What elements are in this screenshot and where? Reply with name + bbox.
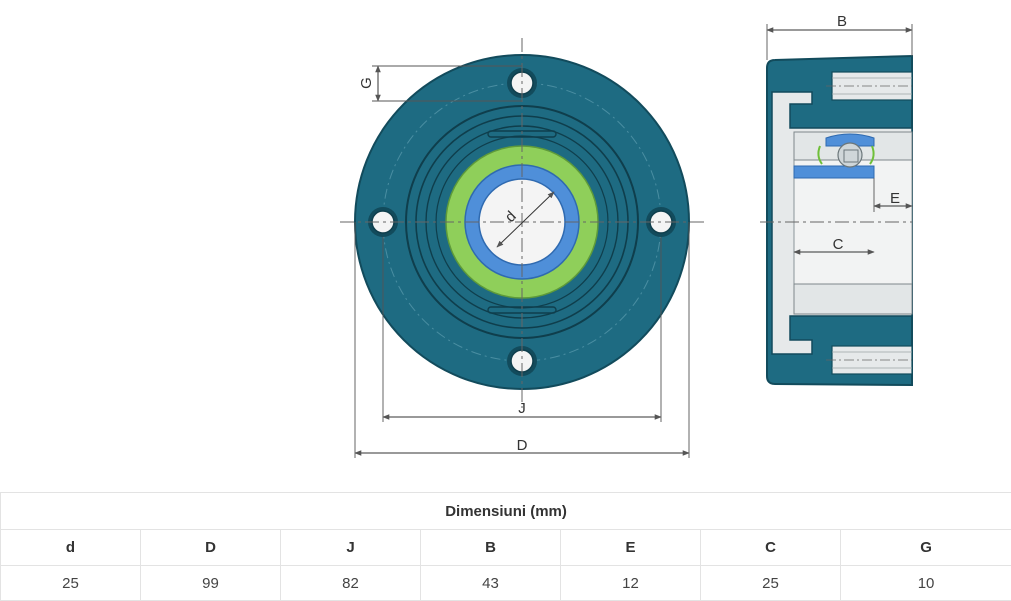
outer-ring-lower — [794, 284, 912, 314]
dim-b-label: B — [837, 13, 847, 30]
front-view: d G J D — [340, 38, 706, 458]
table-caption: Dimensiuni (mm) — [1, 493, 1011, 530]
header-J: J — [281, 530, 421, 566]
value-G: 10 — [841, 566, 1011, 601]
bearing-race-blue — [794, 166, 874, 178]
dimensions-table: Dimensiuni (mm) d D J B E C G 25 99 82 4… — [0, 492, 1011, 601]
value-d: 25 — [1, 566, 141, 601]
dim-e-label: E — [890, 190, 900, 207]
table-row: 25 99 82 43 12 25 10 — [1, 566, 1011, 601]
header-d: d — [1, 530, 141, 566]
value-E: 12 — [561, 566, 701, 601]
value-D: 99 — [141, 566, 281, 601]
header-B: B — [421, 530, 561, 566]
dim-c-label: C — [833, 236, 844, 253]
header-G: G — [841, 530, 1011, 566]
header-D: D — [141, 530, 281, 566]
bearing-technical-drawing: d G J D — [0, 0, 1011, 470]
table-header-row: d D J B E C G — [1, 530, 1011, 566]
dim-g-label: G — [358, 77, 375, 89]
dim-D-label: D — [517, 437, 528, 454]
header-C: C — [701, 530, 841, 566]
value-B: 43 — [421, 566, 561, 601]
value-C: 25 — [701, 566, 841, 601]
dim-j-label: J — [518, 400, 526, 417]
header-E: E — [561, 530, 701, 566]
value-J: 82 — [281, 566, 421, 601]
side-section-view: B E C — [760, 13, 912, 385]
